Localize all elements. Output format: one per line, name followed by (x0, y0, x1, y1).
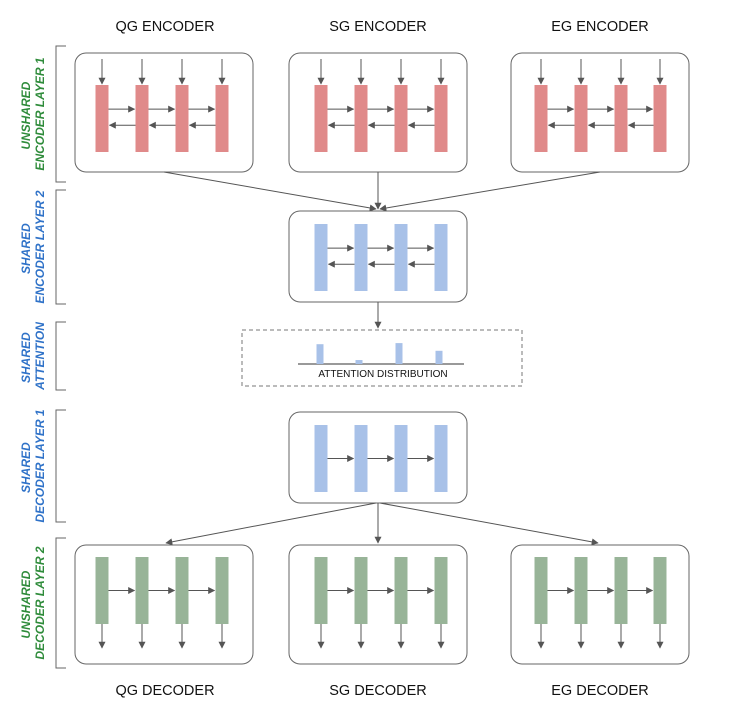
shared-encoder-cell-3 (394, 224, 408, 291)
layer-brackets (55, 45, 66, 669)
modules (95, 59, 667, 649)
sg-decoder-cell-4 (434, 557, 448, 624)
eg-decoder-cell-3 (614, 557, 628, 624)
qg-encoder-module (95, 59, 229, 152)
connector-eg-encoder-to-shared (379, 171, 601, 212)
sg-decoder-cell-3 (394, 557, 408, 624)
eg-decoder-cell-2 (574, 557, 588, 624)
eg-decoder-box (510, 544, 690, 665)
qg-decoder-title: QG DECODER (115, 683, 214, 699)
shared-decoder-cell-1 (314, 425, 328, 492)
sg-decoder-module (314, 557, 448, 649)
bracket-shared-decoder-layer-1 (55, 409, 66, 523)
qg-encoder-cell-4 (215, 85, 229, 152)
eg-encoder-cell-1 (534, 85, 548, 152)
eg-encoder-cell-3 (614, 85, 628, 152)
eg-encoder-title: EG ENCODER (551, 19, 649, 35)
label-unshared-decoder-layer-2: UNSHARED DECODER LAYER 2 (19, 546, 47, 659)
attention-bars (316, 343, 443, 364)
eg-encoder-cell-4 (653, 85, 667, 152)
sg-decoder-cell-2 (354, 557, 368, 624)
qg-decoder-cell-3 (175, 557, 189, 624)
qg-encoder-cell-1 (95, 85, 109, 152)
qg-decoder-cell-1 (95, 557, 109, 624)
shared-encoder-cell-2 (354, 224, 368, 291)
connections (163, 171, 601, 546)
layer-labels: UNSHARED ENCODER LAYER 1 SHARED ENCODER … (19, 57, 47, 659)
shared-decoder-module (314, 425, 448, 492)
connector-shared-decoder-to-eg (379, 502, 599, 546)
sg-encoder-cell-4 (434, 85, 448, 152)
sg-encoder-title: SG ENCODER (329, 19, 427, 35)
shared-decoder-cell-3 (394, 425, 408, 492)
connector-shared-decoder-to-qg (165, 502, 377, 546)
qg-encoder-title: QG ENCODER (115, 19, 214, 35)
sg-encoder-cell-2 (354, 85, 368, 152)
qg-decoder-box (74, 544, 254, 665)
connector-qg-encoder-to-shared (163, 171, 377, 212)
attention-caption: ATTENTION DISTRIBUTION (318, 369, 447, 380)
attention-box (241, 329, 523, 387)
shared-encoder-cell-1 (314, 224, 328, 291)
bracket-unshared-encoder-layer-1 (55, 45, 66, 183)
qg-decoder-cell-4 (215, 557, 229, 624)
eg-encoder-cell-2 (574, 85, 588, 152)
qg-decoder-module (95, 557, 229, 649)
sg-encoder-cell-3 (394, 85, 408, 152)
eg-decoder-cell-4 (653, 557, 667, 624)
qg-encoder-cell-2 (135, 85, 149, 152)
sg-decoder-box (288, 544, 468, 665)
label-shared-attention: SHARED ATTENTION (19, 322, 47, 391)
sg-encoder-cell-1 (314, 85, 328, 152)
label-shared-decoder-layer-1: SHARED DECODER LAYER 1 (19, 409, 47, 522)
eg-decoder-title: EG DECODER (551, 683, 649, 699)
eg-decoder-cell-1 (534, 557, 548, 624)
attention-bar-2 (355, 360, 363, 364)
eg-decoder-module (534, 557, 667, 649)
shared-encoder-cell-4 (434, 224, 448, 291)
qg-encoder-cell-3 (175, 85, 189, 152)
bracket-shared-encoder-layer-2 (55, 189, 66, 305)
sg-decoder-title: SG DECODER (329, 683, 427, 699)
sg-encoder-module (314, 59, 448, 152)
sg-decoder-cell-1 (314, 557, 328, 624)
shared-decoder-cell-4 (434, 425, 448, 492)
label-shared-encoder-layer-2: SHARED ENCODER LAYER 2 (19, 190, 47, 303)
label-unshared-encoder-layer-1: UNSHARED ENCODER LAYER 1 (19, 57, 47, 170)
shared-encoder-module (314, 224, 448, 291)
bracket-shared-attention (55, 321, 66, 391)
eg-encoder-module (534, 59, 667, 152)
bracket-unshared-decoder-layer-2 (55, 537, 66, 669)
qg-decoder-cell-2 (135, 557, 149, 624)
attention-bar-1 (316, 344, 324, 364)
attention-bar-3 (395, 343, 403, 364)
attention-bar-4 (435, 350, 443, 364)
shared-decoder-cell-2 (354, 425, 368, 492)
